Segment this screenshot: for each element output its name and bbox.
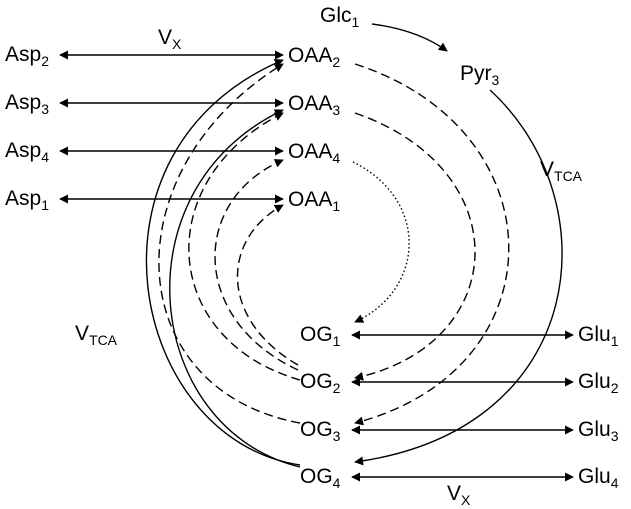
label-og2: OG2 — [300, 370, 341, 396]
label-og3: OG3 — [300, 418, 341, 444]
label-asp4: Asp4 — [5, 139, 49, 165]
label-glu2: Glu2 — [578, 370, 619, 396]
label-og4: OG4 — [300, 465, 341, 491]
og4-to-oaa3-curve — [169, 109, 301, 468]
og1-to-oaa4-dashed — [214, 159, 299, 371]
label-asp3: Asp3 — [5, 91, 49, 117]
label-vx-top: VX — [158, 26, 182, 52]
label-oaa3: OAA3 — [288, 92, 340, 118]
label-asp2: Asp2 — [5, 43, 49, 69]
glc-to-pyr-arrow — [371, 23, 448, 52]
label-vx-bottom: VX — [447, 482, 471, 508]
label-asp1: Asp1 — [5, 187, 49, 213]
label-vtca-right: VTCA — [540, 158, 583, 184]
oaa2-to-og3-dashed — [354, 63, 510, 426]
label-vtca-left: VTCA — [75, 322, 118, 348]
og2-to-oaa3-dashed — [188, 112, 301, 381]
label-glu4: Glu4 — [578, 465, 619, 491]
tca-curves — [145, 23, 563, 468]
pyr-to-og4-curve — [354, 89, 563, 466]
label-glc1: Glc1 — [320, 4, 360, 30]
oaa3-to-og2-dashed — [354, 112, 476, 381]
label-oaa1: OAA1 — [288, 188, 340, 214]
label-glu1: Glu1 — [578, 323, 619, 349]
og2-to-oaa1-dashed — [236, 204, 299, 366]
oaa4-to-og1-dotted — [352, 161, 410, 323]
og3-to-oaa2-dashed — [158, 63, 301, 424]
label-oaa2: OAA2 — [288, 44, 340, 70]
node-labels: Glc1 Pyr3 VTCA VTCA VX VX Asp2 Asp3 Asp4… — [5, 4, 619, 508]
label-og1: OG1 — [300, 323, 341, 349]
label-oaa4: OAA4 — [288, 140, 340, 166]
exchange-arrows — [59, 50, 574, 482]
og4-to-oaa2-curve — [145, 59, 301, 466]
label-glu3: Glu3 — [578, 418, 619, 444]
label-pyr3: Pyr3 — [460, 62, 500, 88]
